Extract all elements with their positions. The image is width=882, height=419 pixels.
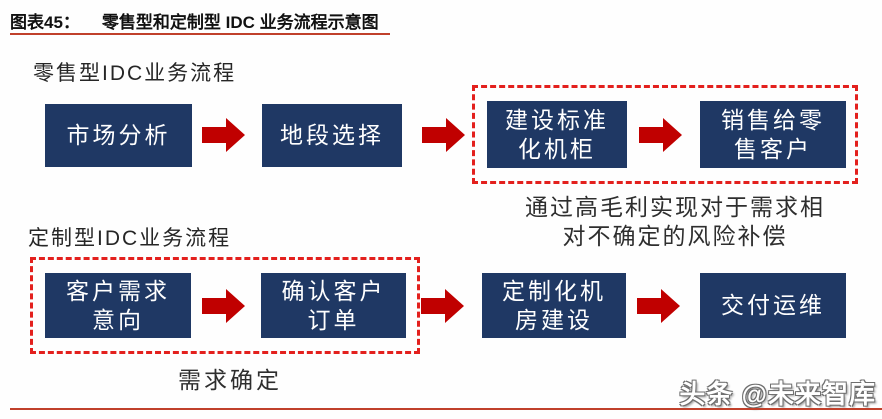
- figure-number: 图表45：: [10, 13, 80, 32]
- custom-flow-heading: 定制型IDC业务流程: [28, 227, 232, 250]
- arrow-right-icon: [639, 118, 682, 152]
- toutiao-watermark: 头条 @未来智库: [679, 379, 876, 409]
- custom-step-confirm-order-box: 确认客户 订单: [261, 273, 406, 338]
- custom-highlight-group: [30, 257, 420, 354]
- retail-step-market-analysis-box: 市场分析: [45, 104, 192, 167]
- custom-step-demand-intention-box: 客户需求 意向: [45, 273, 191, 338]
- custom-step-delivery-ops-box: 交付运维: [700, 273, 846, 338]
- title-underline: [10, 33, 390, 35]
- figure-title: 图表45： 零售型和定制型 IDC 业务流程示意图: [10, 8, 379, 33]
- bottom-rule: [10, 408, 882, 410]
- retail-step-standard-cabinet-box: 建设标准 化机柜: [487, 101, 627, 168]
- arrow-right-icon: [202, 118, 245, 152]
- arrow-right-icon: [422, 118, 465, 152]
- retail-flow-heading: 零售型IDC业务流程: [33, 62, 237, 85]
- custom-highlight-note: 需求确定: [178, 367, 282, 393]
- retail-step-site-selection-box: 地段选择: [262, 104, 402, 167]
- arrow-right-icon: [202, 289, 245, 323]
- retail-step-sell-to-retail-box: 销售给零 售客户: [700, 101, 846, 168]
- arrow-right-icon: [637, 289, 680, 323]
- figure-title-text: 零售型和定制型 IDC 业务流程示意图: [101, 13, 379, 32]
- retail-highlight-note: 通过高毛利实现对于需求相 对不确定的风险补偿: [525, 194, 825, 249]
- arrow-right-icon: [421, 289, 464, 323]
- retail-highlight-group: [472, 85, 858, 184]
- custom-step-custom-room-build-box: 定制化机 房建设: [482, 273, 626, 338]
